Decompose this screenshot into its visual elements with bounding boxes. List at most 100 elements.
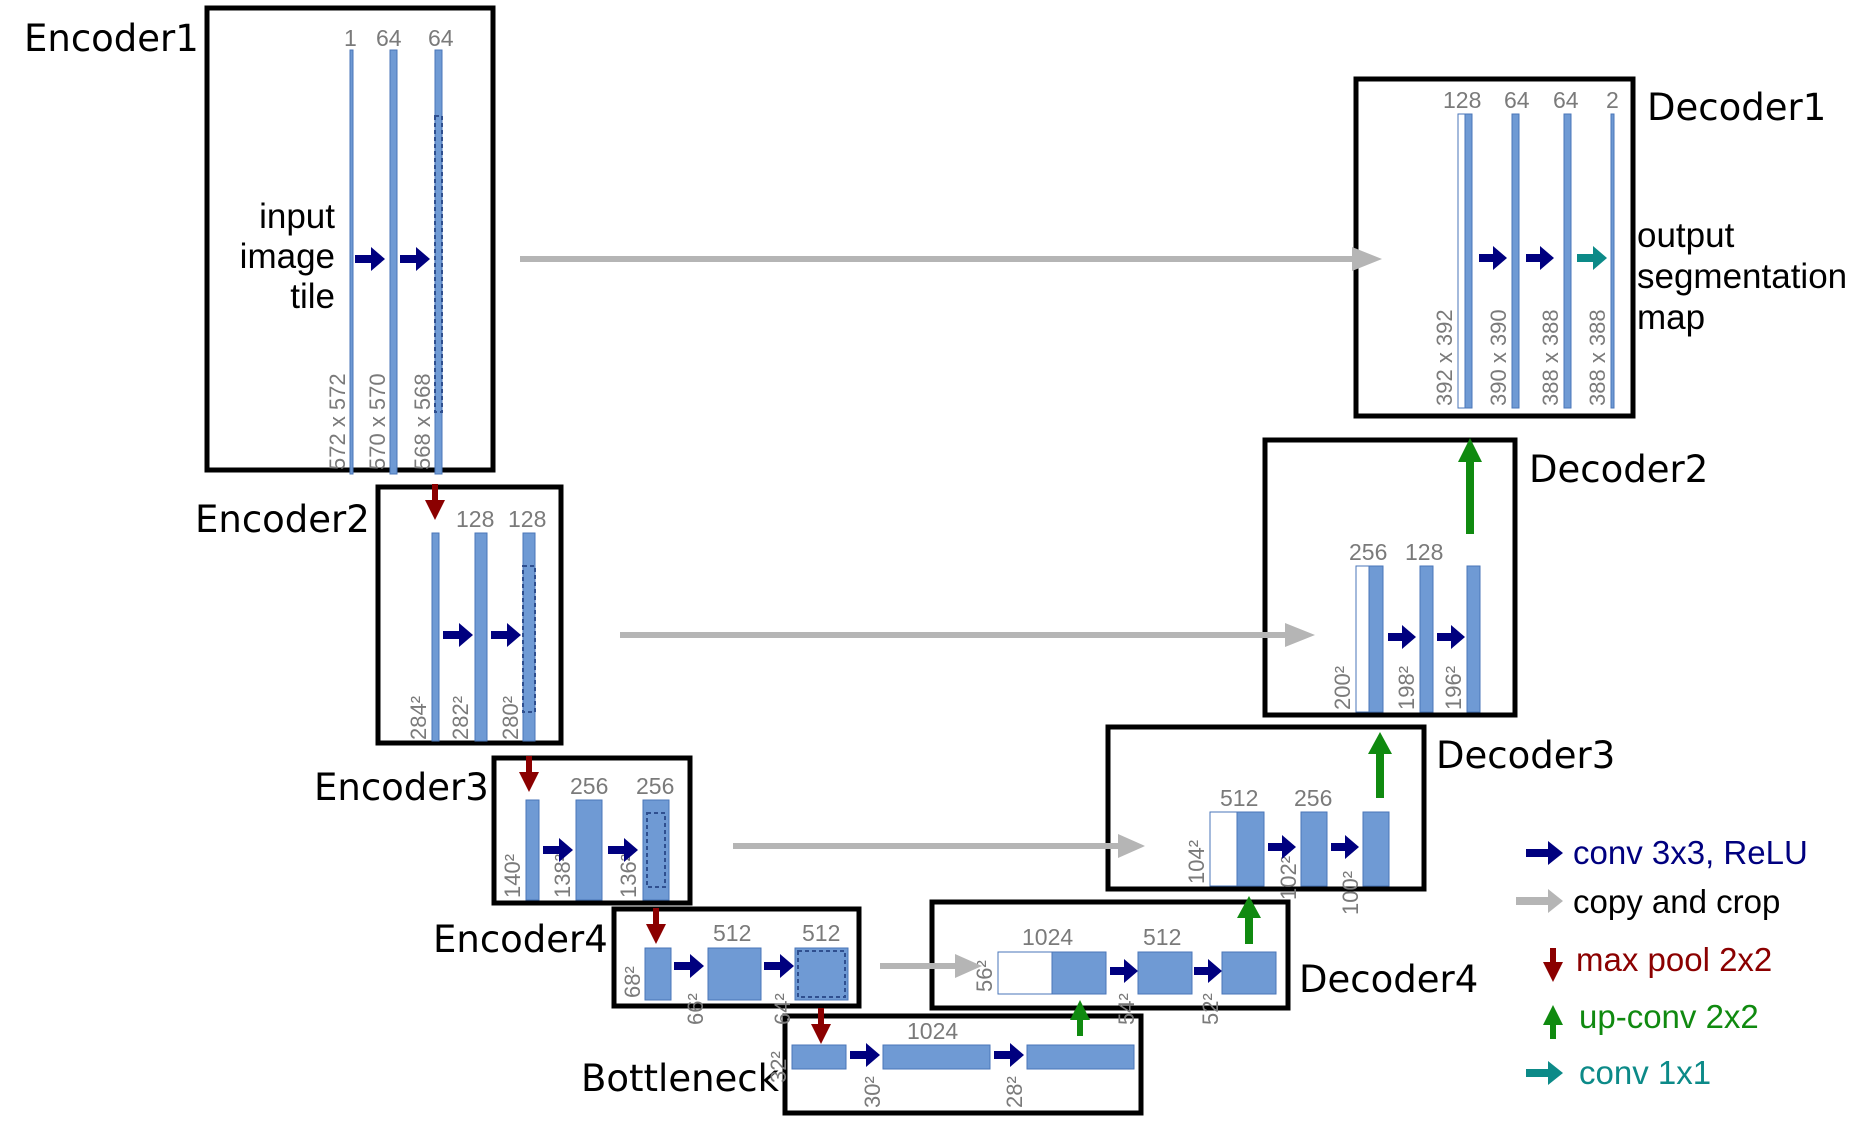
copied-feature-map	[1209, 811, 1238, 887]
feature-map	[1466, 565, 1481, 713]
output-map	[1610, 113, 1615, 409]
spatial-size: 280²	[498, 696, 523, 740]
encoder2-group: 128 128 284² 282² 280²	[406, 484, 546, 742]
channel-count: 64	[376, 25, 402, 51]
feature-map	[1051, 951, 1107, 995]
feature-map	[791, 1044, 847, 1070]
feature-map	[1419, 565, 1434, 713]
feature-map	[1137, 951, 1193, 995]
conv-arrow-icon	[400, 247, 430, 271]
spatial-size: 284²	[406, 696, 431, 740]
spatial-size: 136²	[616, 854, 641, 898]
input-label: image	[240, 237, 335, 276]
channel-count: 64	[428, 25, 454, 51]
decoder1-label: Decoder1	[1647, 86, 1826, 129]
decoder1-group: 128 64 64 2 392 x 392 390 x 390 388 x 38…	[1432, 87, 1847, 409]
conv-arrow-icon	[764, 954, 794, 978]
input-label: tile	[290, 277, 335, 316]
feature-map	[1511, 113, 1520, 409]
conv-arrow-icon	[1110, 959, 1138, 983]
feature-map	[434, 49, 443, 475]
output-label: output	[1637, 216, 1735, 255]
feature-map	[644, 947, 672, 1001]
encoder1-group: 1 64 64 572 x 572 570 x 570 568 x 568 in…	[240, 25, 454, 475]
encoder2-label: Encoder2	[195, 498, 370, 541]
channel-count: 256	[636, 773, 674, 799]
channel-count: 64	[1553, 87, 1579, 113]
spatial-size: 572 x 572	[325, 373, 350, 470]
copy-crop-arrow-icon	[620, 623, 1315, 647]
encoder3-box	[491, 755, 693, 906]
channel-count: 1	[344, 25, 357, 51]
conv-arrow-icon	[608, 838, 638, 862]
legend-copy-icon	[1516, 889, 1563, 913]
feature-map	[1026, 1044, 1135, 1070]
channel-count: 128	[1405, 539, 1443, 565]
decoder2-box	[1262, 437, 1518, 718]
feature-map	[1368, 565, 1384, 713]
feature-map	[794, 947, 849, 1001]
decoder4-box	[929, 899, 1291, 1011]
decoder3-label: Decoder3	[1436, 734, 1615, 777]
conv-arrow-icon	[1479, 246, 1507, 270]
decoder4-group: 1024 512 56² 54² 52²	[972, 896, 1277, 1025]
conv-arrow-icon	[674, 954, 704, 978]
spatial-size: 54²	[1114, 993, 1139, 1025]
encoder4-box	[611, 906, 862, 1009]
conv-arrow-icon	[1526, 246, 1554, 270]
spatial-size: 66²	[683, 993, 708, 1025]
legend-pool-icon	[1543, 948, 1563, 982]
decoder3-box	[1105, 724, 1427, 892]
spatial-size: 392 x 392	[1432, 309, 1457, 406]
channel-count: 512	[1143, 924, 1181, 950]
feature-map	[1300, 811, 1328, 887]
channel-count: 256	[1349, 539, 1387, 565]
spatial-size: 388 x 388	[1538, 309, 1563, 406]
spatial-size: 140²	[500, 854, 525, 898]
spatial-size: 200²	[1330, 666, 1355, 710]
conv1x1-arrow-icon	[1577, 246, 1607, 270]
conv-arrow-icon	[355, 247, 385, 271]
bottleneck-box	[782, 1013, 1144, 1116]
legend-pool-label: max pool 2x2	[1576, 941, 1772, 978]
spatial-size: 68²	[620, 966, 645, 998]
legend-conv-label: conv 3x3, ReLU	[1573, 834, 1808, 871]
copy-crop-arrow-icon	[880, 954, 982, 978]
up-conv-arrow-icon	[1368, 732, 1392, 798]
legend-conv1x1-label: conv 1x1	[1579, 1054, 1711, 1091]
channel-count: 128	[508, 506, 546, 532]
spatial-size: 282²	[448, 696, 473, 740]
crop-region	[797, 950, 846, 998]
legend-upconv-label: up-conv 2x2	[1579, 998, 1759, 1035]
max-pool-arrow-icon	[519, 756, 539, 792]
encoder4-label: Encoder4	[433, 918, 608, 961]
conv-arrow-icon	[994, 1043, 1024, 1067]
max-pool-arrow-icon	[425, 484, 445, 520]
feature-map	[575, 799, 603, 901]
legend-conv-icon	[1526, 841, 1563, 865]
spatial-size: 568 x 568	[410, 373, 435, 470]
spatial-size: 570 x 570	[365, 373, 390, 470]
feature-map	[1236, 811, 1265, 887]
legend: conv 3x3, ReLU copy and crop max pool 2x…	[1516, 834, 1808, 1091]
feature-map	[522, 532, 536, 742]
spatial-size: 64²	[770, 993, 795, 1025]
spatial-size: 102²	[1276, 856, 1301, 900]
legend-conv1x1-icon	[1526, 1061, 1563, 1085]
input-label: input	[259, 197, 335, 236]
bottleneck-label: Bottleneck	[581, 1057, 780, 1100]
output-label: segmentation	[1637, 257, 1847, 296]
feature-map	[1563, 113, 1572, 409]
copied-feature-map	[1457, 113, 1466, 409]
copied-feature-map	[1355, 565, 1370, 713]
feature-map	[389, 49, 398, 475]
spatial-size: 138²	[550, 854, 575, 898]
up-conv-arrow-icon	[1070, 1000, 1090, 1036]
conv-arrow-icon	[543, 838, 573, 862]
spatial-size: 28²	[1002, 1076, 1027, 1108]
crop-region	[522, 565, 536, 713]
channel-count: 128	[1443, 87, 1481, 113]
conv-arrow-icon	[1268, 835, 1296, 859]
channel-count: 512	[802, 920, 840, 946]
